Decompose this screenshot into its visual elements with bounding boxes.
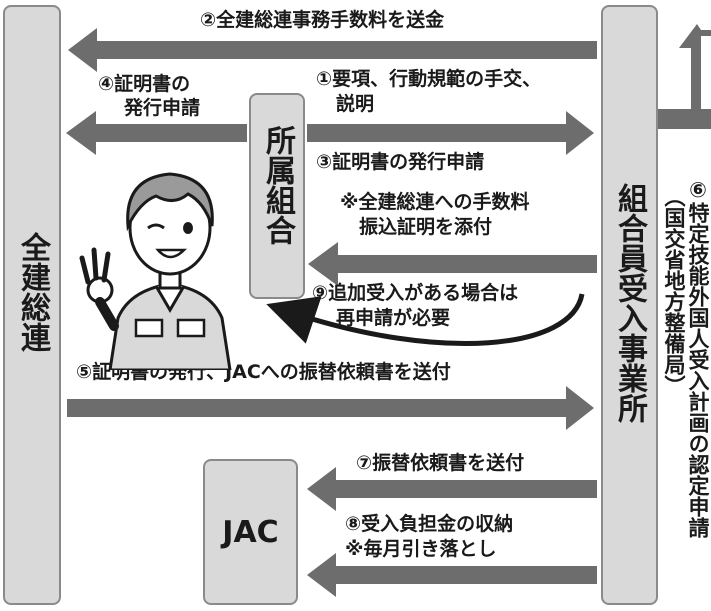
- label-step8-line2: ※毎月引き落とし: [345, 538, 497, 560]
- label-step4-line2: 発行申請: [124, 97, 201, 119]
- label-step2: ②全建総連事務手数料を送金: [200, 9, 445, 31]
- arrow-step8: [307, 553, 597, 597]
- label-step1-line1: ①要項、行動規範の手交、: [316, 68, 542, 90]
- arrow-step4: [66, 111, 247, 155]
- label-jigyosho: 組合員受入事業所: [612, 183, 647, 423]
- label-step6-authority: （国交省地方整備局）: [662, 186, 686, 396]
- curved-arrow-step9: [266, 293, 585, 347]
- box-jac: [203, 459, 298, 605]
- worker-illustration: [79, 172, 232, 370]
- label-step9-line2: 再申請が必要: [336, 307, 451, 329]
- label-step7: ⑦振替依頼書を送付: [356, 452, 525, 474]
- label-shozoku-kumiai: 所属組合: [260, 125, 295, 245]
- label-step4-line1: ④証明書の: [98, 73, 191, 95]
- arrow-step6: [657, 24, 711, 129]
- label-zenkensoren: 全建総連: [15, 232, 50, 352]
- box-shozoku-kumiai: [249, 93, 305, 299]
- arrow-step7: [307, 467, 597, 511]
- arrow-step1: [307, 111, 594, 155]
- label-step9-line1: ⑨追加受入がある場合は: [312, 282, 519, 304]
- arrow-step5: [67, 386, 594, 430]
- label-step1-line2: 説明: [336, 93, 375, 115]
- label-step3-note1: ※全建総連への手数料: [340, 191, 530, 213]
- arrow-step3: [308, 242, 597, 286]
- label-step6: ⑥特定技能外国人受入計画の認定申請: [686, 178, 710, 538]
- label-step8-line1: ⑧受入負担金の収納: [345, 513, 514, 535]
- label-step3-note2: 振込証明を添付: [359, 216, 493, 238]
- box-jigyosho: [601, 5, 658, 605]
- label-step3: ③証明書の発行申請: [316, 151, 485, 173]
- box-zenkensoren: [3, 5, 61, 605]
- arrow-step2: [68, 28, 597, 72]
- label-jac: JAC: [222, 515, 279, 550]
